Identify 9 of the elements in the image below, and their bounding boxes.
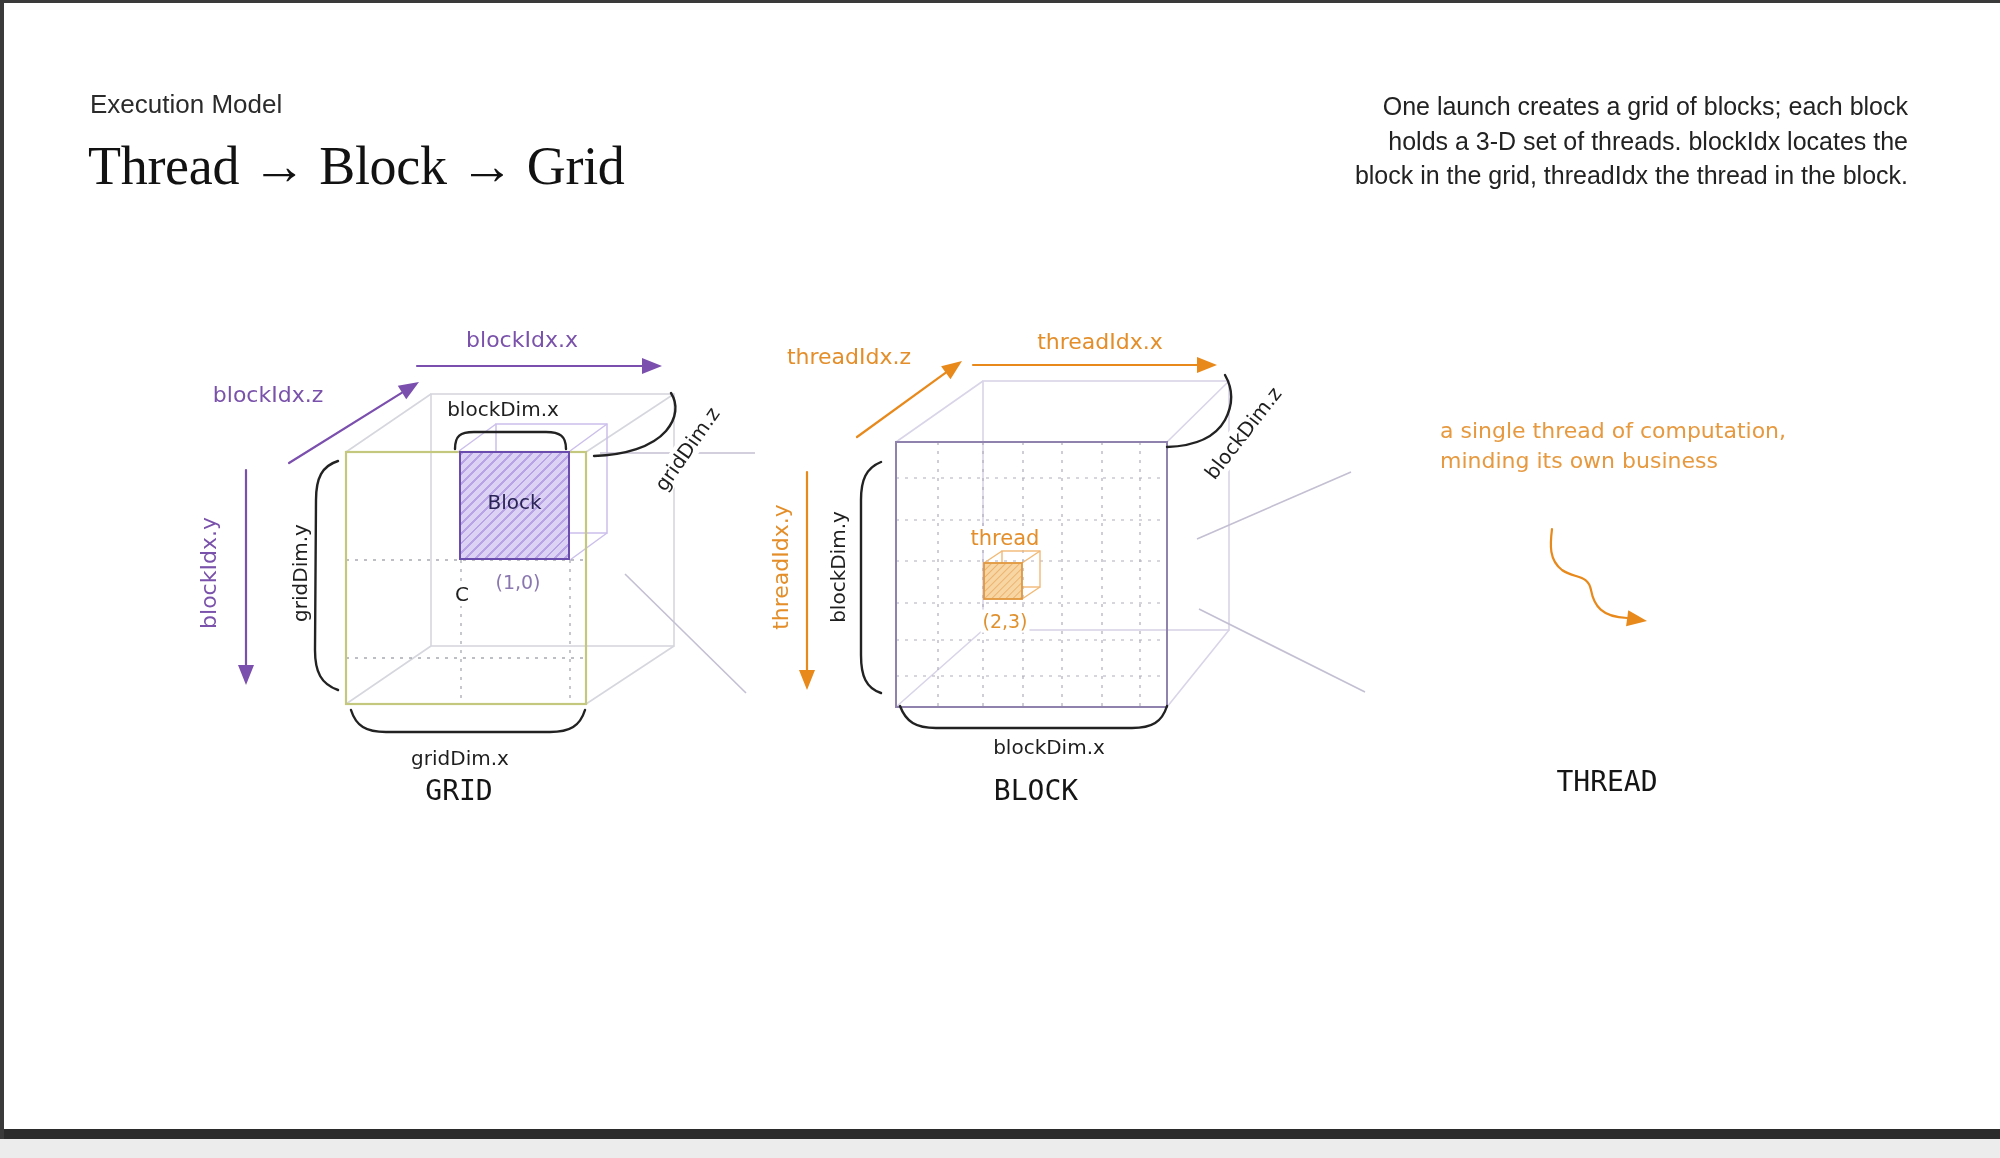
- coordinate-label: (2,3): [980, 609, 1030, 633]
- annotation-text: a single thread of computation, minding its own business: [1440, 417, 1788, 475]
- description-text: One launch creates a grid of blocks; each block holds a 3-D set of threads. blockIdx locates the block in the grid, threadIdx the thread in the block.: [1353, 91, 1908, 191]
- hatched-block: Block: [459, 451, 570, 560]
- panel-caption: BLOCK: [993, 774, 1079, 808]
- section-label: Execution Model: [90, 89, 283, 121]
- panel-caption: THREAD: [1556, 765, 1658, 799]
- panel-caption: GRID: [425, 774, 493, 808]
- slide-title: Thread → Block → Grid: [88, 135, 625, 198]
